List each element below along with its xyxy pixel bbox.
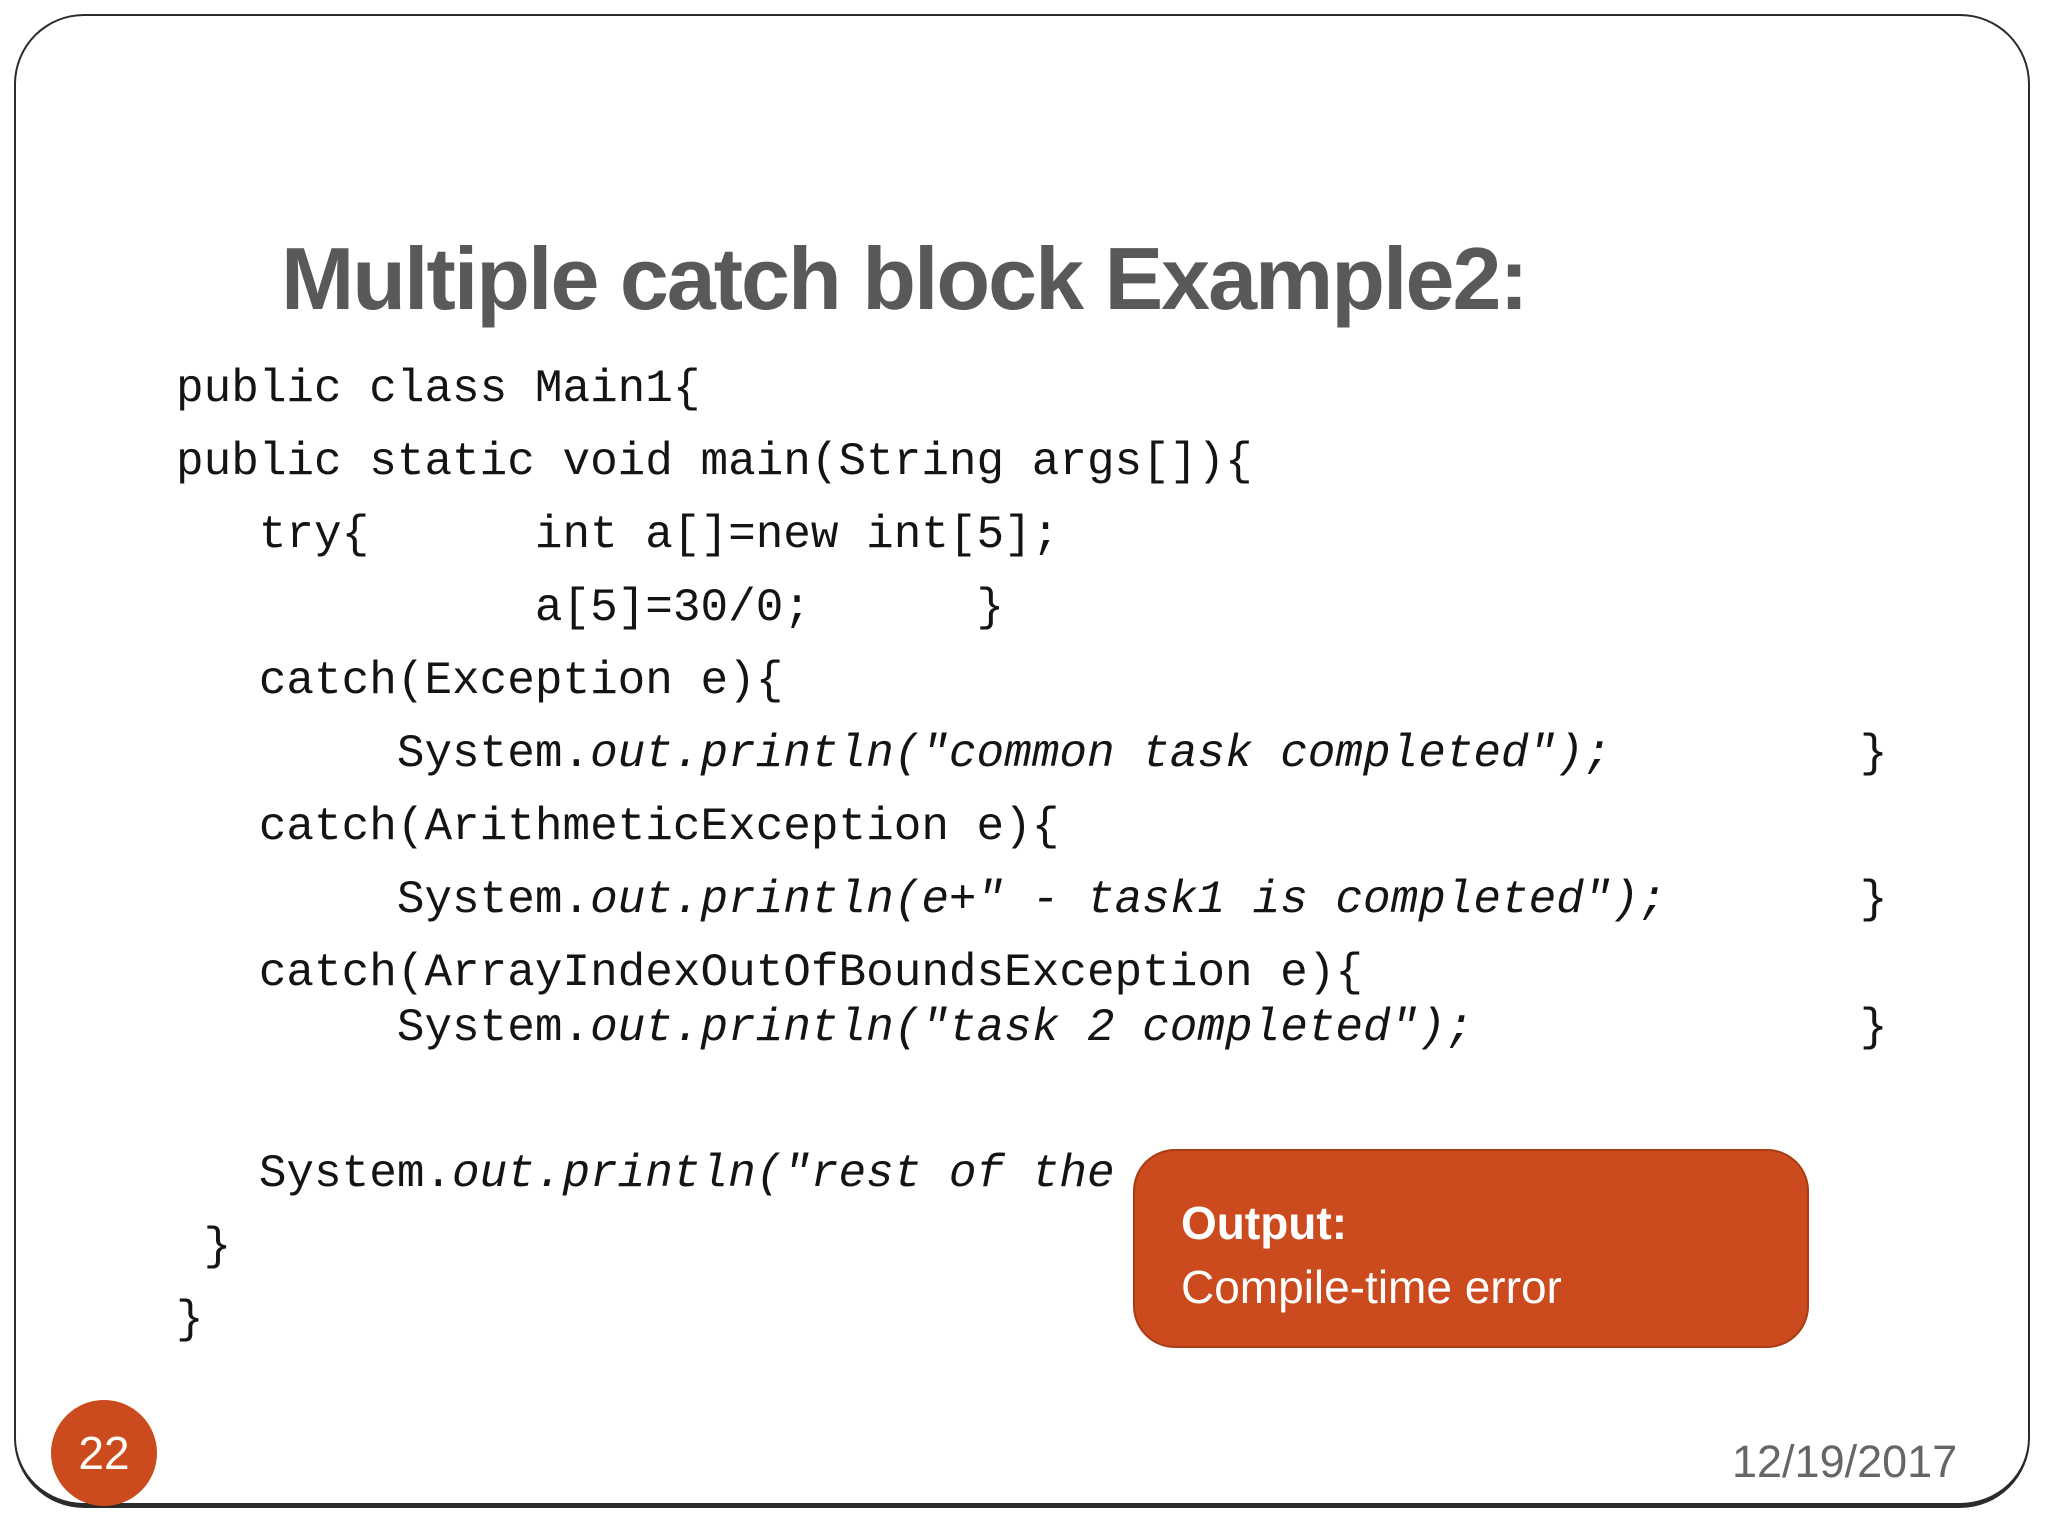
code-line: catch(ArrayIndexOutOfBoundsException e){	[176, 947, 1363, 999]
page-number: 22	[78, 1427, 130, 1479]
code-line: try{ int a[]=new int[5];	[176, 509, 1060, 561]
code-line: System.out.println("task 2 completed"); …	[176, 1002, 1888, 1054]
code-line: System.out.println("rest of the	[176, 1148, 1143, 1200]
slide-frame: Multiple catch block Example2: public cl…	[14, 14, 2030, 1508]
code-line: }	[176, 1294, 204, 1346]
code-line: catch(Exception e){	[176, 655, 784, 707]
code-line: catch(ArithmeticException e){	[176, 801, 1060, 853]
code-line: a[5]=30/0; }	[176, 582, 1005, 634]
code-line: public static void main(String args[]){	[176, 436, 1253, 488]
page-number-badge: 22	[51, 1400, 157, 1506]
code-line: }	[176, 1221, 232, 1273]
code-block: public class Main1{ public static void ma…	[176, 353, 1888, 1357]
page-title: Multiple catch block Example2:	[281, 229, 1529, 328]
code-line: public class Main1{	[176, 363, 701, 415]
output-callout-box: Output: Compile-time error	[1133, 1149, 1809, 1348]
slide-date: 12/19/2017	[1732, 1436, 1958, 1487]
output-label: Output:	[1181, 1197, 1348, 1249]
code-line	[176, 1065, 1888, 1138]
code-line: System.out.println("common task complete…	[176, 728, 1888, 780]
code-line: System.out.println(e+" - task1 is comple…	[176, 874, 1888, 926]
output-result-text: Compile-time error	[1181, 1261, 1562, 1313]
